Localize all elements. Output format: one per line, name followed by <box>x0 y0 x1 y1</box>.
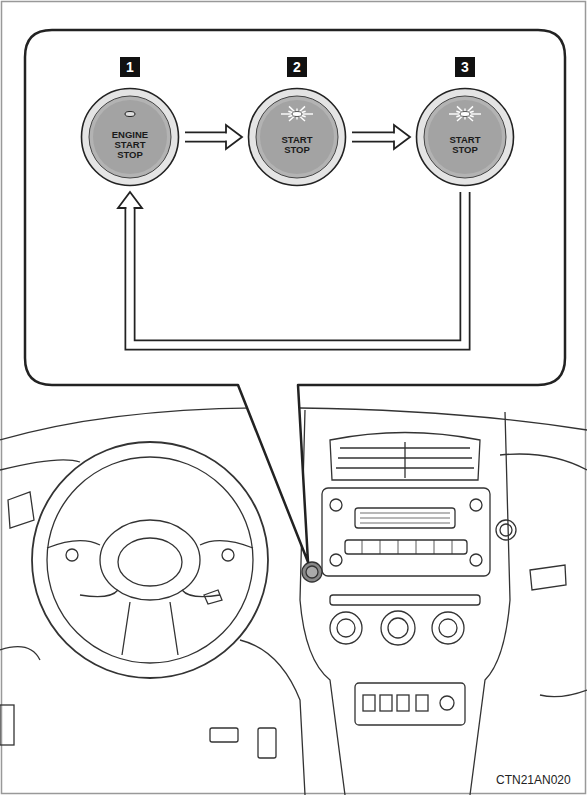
mode-arrow <box>118 192 465 345</box>
arrow-outline <box>352 132 396 143</box>
arrow-head <box>394 125 410 149</box>
callout-number: 1 <box>120 57 140 77</box>
callout-number: 2 <box>287 57 307 77</box>
button-label: ENGINE START STOP <box>103 130 157 160</box>
arrow-fill <box>352 133 396 141</box>
arrow-join <box>225 134 227 141</box>
mode-arrow <box>185 125 242 149</box>
arrow-join <box>393 134 395 141</box>
arrow-outline <box>130 192 465 345</box>
button-label: START STOP <box>438 135 492 155</box>
arrow-head <box>118 192 142 208</box>
mode-arrow <box>352 125 410 149</box>
engine-switch-button: START STOP <box>247 87 347 187</box>
button-label: START STOP <box>270 135 324 155</box>
arrow-head <box>226 125 242 149</box>
callout-number: 3 <box>455 57 475 77</box>
arrow-fill <box>185 133 228 141</box>
arrow-fill <box>130 192 465 345</box>
figure-code: CTN21AN020 <box>494 773 573 787</box>
arrow-outline <box>185 132 228 143</box>
arrow-join <box>127 207 134 209</box>
engine-switch-button: START STOP <box>415 87 515 187</box>
engine-switch-button: ENGINE START STOP <box>80 87 180 187</box>
